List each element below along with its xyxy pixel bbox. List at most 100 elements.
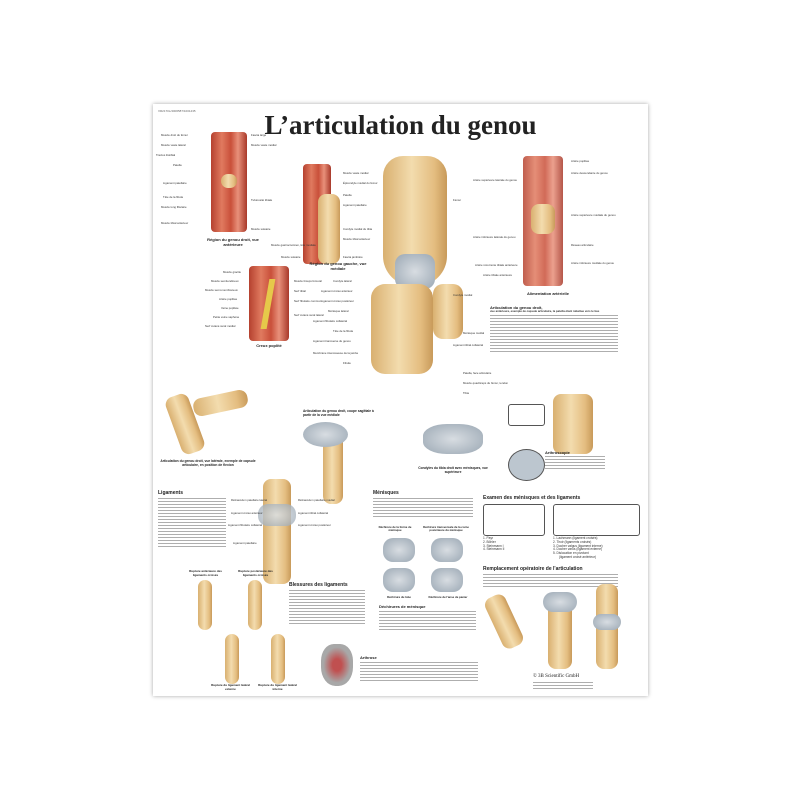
label: Nerf cutané sural médial: [205, 324, 236, 328]
arthroscopy-illustration: [553, 394, 593, 454]
label: Rétinaculum patellaire médial: [298, 498, 335, 502]
meniscus-tear-illustration: [383, 568, 415, 592]
dechirures-text: [379, 610, 476, 630]
label: Épicondyle médial du fémur: [343, 181, 378, 185]
arthrose-illustration: [321, 644, 353, 686]
ligaments-text: [158, 497, 226, 549]
label: Ligament transverse du genou: [313, 339, 351, 343]
meniscus-tear-illustration: [383, 538, 415, 562]
label: Patella: [173, 163, 182, 167]
label: Muscle tibial antérieur: [343, 237, 371, 241]
label: Condyle latéral: [333, 279, 352, 283]
label: Ligament tibial collatéral: [298, 511, 329, 515]
main-text-subtitle: vue antérieure, exemple de capsule artic…: [490, 309, 600, 313]
rupture-internal-illustration: [271, 634, 285, 684]
label: Muscle long fibulaire: [161, 205, 187, 209]
label: Muscle biceps fémoral: [294, 279, 322, 283]
meniscus-illustration: [395, 254, 435, 289]
label: Ligament patellaire: [163, 181, 187, 185]
label: Artère tibiale antérieure: [483, 273, 513, 277]
label: Tractus iliotibial: [156, 153, 176, 157]
dechirures-heading: Déchirures de ménisque: [379, 604, 426, 609]
femur-flexed-illustration: [191, 388, 250, 418]
list-item: 3. Docher valgus (ligament interne): [553, 543, 603, 548]
remplacement-heading: Remplacement opératoire de l'articulatio…: [483, 566, 583, 572]
label: Muscle droit du fémur: [161, 133, 188, 137]
label: Muscle quadriceps du fémur, tendon: [463, 381, 509, 385]
ligaments-illustration: [263, 479, 291, 584]
arthrose-heading: Arthrose: [360, 655, 377, 660]
label: Petite veine saphène: [213, 315, 240, 319]
label: Muscle vaste médial: [343, 171, 369, 175]
caption: Alimentation artérielle: [526, 291, 569, 296]
copyright: © 3B Scientific GmbH: [533, 674, 580, 679]
label: Membrane interosseuse de la jambe: [313, 351, 359, 355]
list-item: 4. Steinmann II: [483, 547, 505, 552]
label: Artère descendante du genou: [571, 171, 608, 175]
label: Ligament croisé antérieur: [231, 511, 263, 515]
label: Patella: [343, 193, 352, 197]
label: Ligament fibulaire collatéral: [228, 523, 263, 527]
label: Nerf tibial: [294, 289, 306, 293]
arthrose-text: [360, 661, 478, 681]
remplacement-text: [483, 573, 618, 587]
caption: Rupture postérieure des ligaments croisé…: [238, 569, 273, 577]
knee-anatomy-poster: VR2170L/4006587/1001435 L’articulation d…: [153, 104, 648, 696]
label: Condyle médial: [453, 293, 473, 297]
label: Muscle vaste latéral: [161, 143, 186, 147]
ligaments-heading: Ligaments: [158, 490, 184, 496]
label: Ligament patellaire: [343, 203, 367, 207]
label: Ligament croisé postérieur: [321, 299, 354, 303]
caption: Région du genou droit, vue antérieure: [207, 237, 259, 247]
label: Artère inférieure médiale du genou: [571, 261, 615, 265]
product-code: VR2170L/4006587/1001435: [158, 109, 196, 113]
label: Tête de la fibula: [163, 195, 183, 199]
caption: Creux poplité: [256, 343, 282, 348]
blessures-text: [289, 589, 365, 625]
poster-title: L’articulation du genou: [264, 110, 537, 140]
label: Artère supérieure latérale du genou: [473, 178, 518, 182]
label: Tibia: [463, 391, 469, 395]
caption: Articulation du genou droit, vue latéral…: [160, 459, 256, 467]
arthroscopy-view: [508, 449, 545, 481]
label: Muscle gastrocnémien, tête médiale: [271, 243, 316, 247]
label: Ligament tibial collatéral: [453, 343, 484, 347]
label: Artère poplitée: [219, 297, 238, 301]
caption: Déchirure du lobe: [387, 595, 411, 599]
implant-illustration: [482, 591, 526, 652]
label: Muscle vaste médial: [251, 143, 277, 147]
label: Muscle tibial antérieur: [161, 221, 189, 225]
label: Tête de la fibula: [333, 329, 353, 333]
label: Fascia large: [251, 133, 267, 137]
label: Fibula: [343, 361, 351, 365]
label: Condyle médial du tibia: [343, 227, 373, 231]
list-item: 1. Payr: [483, 536, 494, 540]
caption: Déchirure transversale de la corne posté…: [423, 525, 469, 533]
rupture-anterior-illustration: [198, 580, 212, 630]
label: Ligament fibulaire collatéral: [313, 319, 348, 323]
list-item: 1. Lachmann (ligament croisés): [553, 536, 598, 540]
label: Veine poplitée: [221, 306, 239, 310]
knee-bone-illustration: [531, 204, 555, 234]
label: Rétinaculum patellaire latéral: [231, 498, 268, 502]
label: Ligament croisé postérieur: [298, 523, 331, 527]
label: Artère inférieure latérale du genou: [473, 235, 516, 239]
exam-sketch-1: [483, 504, 545, 536]
exam-sketch-2: [553, 504, 640, 536]
list-item: 2. Böhler: [483, 539, 496, 544]
menisques-text: [373, 497, 473, 519]
label: Artère récurrente tibiale antérieure: [475, 263, 518, 267]
list-item: 4. Docher varus (ligament externe): [553, 547, 603, 552]
exam-list-2: 1. Lachmann (ligament croisés) 2. Tiroir…: [553, 536, 603, 560]
meniscus-tear-illustration: [431, 538, 463, 562]
patella-illustration: [221, 174, 237, 188]
implant-component: [593, 614, 621, 630]
label: Nerf cutané sural latéral: [294, 313, 324, 317]
label: Ménisque médial: [463, 331, 485, 335]
label: Ménisque latéral: [328, 309, 349, 313]
label: Ligament croisé antérieur: [321, 289, 353, 293]
caption: Rupture du ligament latéral externe: [211, 683, 250, 691]
ligaments-cartilage: [258, 504, 296, 526]
tibia-illustration: [371, 284, 433, 374]
sagittal-condyle-illustration: [303, 422, 348, 447]
